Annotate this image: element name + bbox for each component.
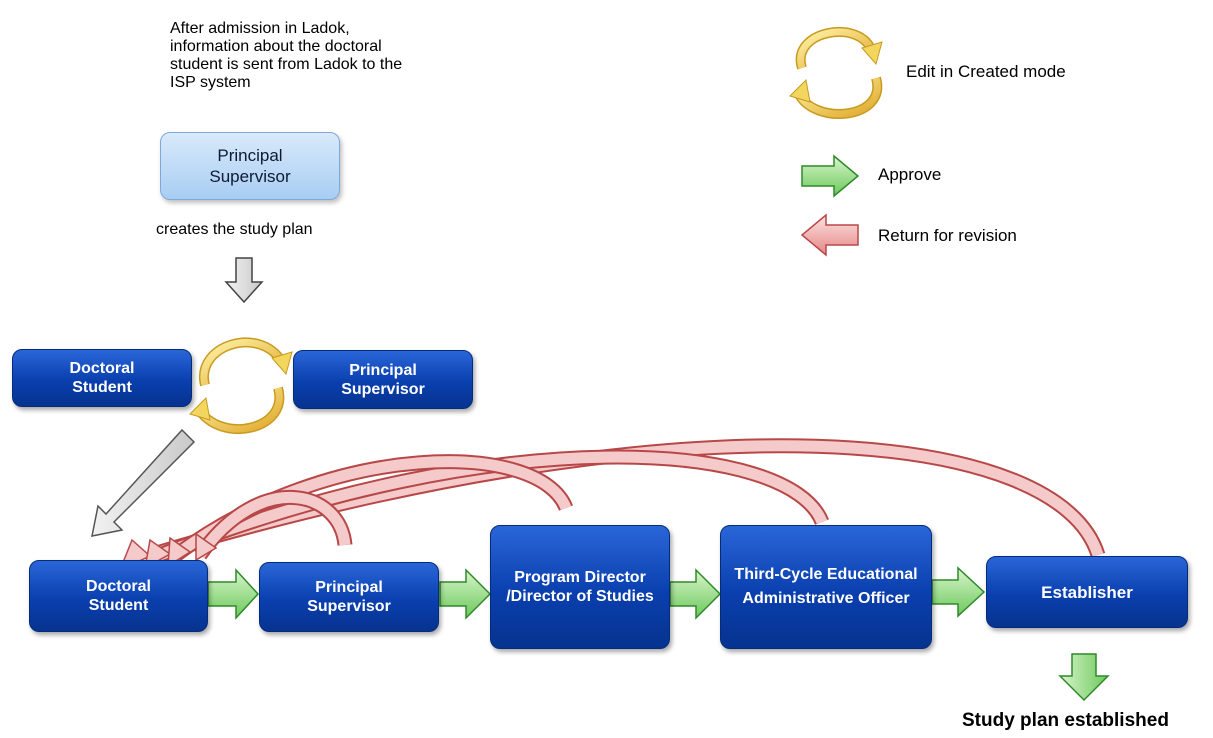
pair-doctoral-student-box: Doctoral Student bbox=[12, 349, 192, 407]
cycle-icon bbox=[189, 337, 293, 435]
top-supervisor-label: Principal Supervisor bbox=[209, 146, 291, 186]
flow-officer-label: Third-Cycle Educational Administrative O… bbox=[734, 566, 918, 607]
pair-principal-supervisor-box: Principal Supervisor bbox=[293, 350, 473, 409]
flow-doctoral-student-box: Doctoral Student bbox=[29, 560, 208, 632]
flow-program-director-box: Program Director /Director of Studies bbox=[490, 525, 670, 649]
legend-return-arrow bbox=[800, 213, 859, 257]
return-arrowhead-4 bbox=[195, 532, 218, 562]
creates-text: creates the study plan bbox=[156, 221, 313, 238]
top-supervisor-box: Principal Supervisor bbox=[160, 132, 340, 200]
legend-approve-arrow bbox=[801, 154, 860, 198]
approve-arrow-2 bbox=[439, 568, 492, 620]
down-arrow-gray bbox=[224, 257, 264, 304]
legend-approve-label: Approve bbox=[878, 165, 942, 184]
intro-text: After admission in Ladok, information ab… bbox=[170, 20, 403, 91]
legend-cycle-icon bbox=[789, 27, 883, 119]
diagonal-arrow-gray bbox=[91, 428, 196, 537]
pair-doctoral-student-label: Doctoral Student bbox=[69, 360, 135, 396]
approve-arrow-3 bbox=[669, 568, 722, 620]
flow-establisher-box: Establisher bbox=[986, 556, 1188, 628]
legend-edit-label: Edit in Created mode bbox=[906, 62, 1066, 81]
legend-return-label: Return for revision bbox=[878, 226, 1017, 245]
flow-doctoral-student-label: Doctoral Student bbox=[86, 578, 151, 614]
approve-arrow-down bbox=[1058, 653, 1110, 702]
study-plan-established-text: Study plan established bbox=[962, 710, 1169, 731]
return-arrowhead-3 bbox=[167, 536, 192, 568]
approve-arrow-4 bbox=[931, 566, 986, 618]
pair-principal-supervisor-label: Principal Supervisor bbox=[341, 361, 425, 398]
approve-arrow-1 bbox=[207, 568, 260, 620]
return-arrows bbox=[118, 438, 1106, 572]
flow-officer-box: Third-Cycle Educational Administrative O… bbox=[720, 525, 932, 649]
flow-program-director-label: Program Director /Director of Studies bbox=[506, 569, 654, 605]
flow-principal-supervisor-box: Principal Supervisor bbox=[259, 562, 439, 632]
flow-establisher-label: Establisher bbox=[1041, 582, 1133, 602]
flow-principal-supervisor-label: Principal Supervisor bbox=[307, 579, 391, 615]
